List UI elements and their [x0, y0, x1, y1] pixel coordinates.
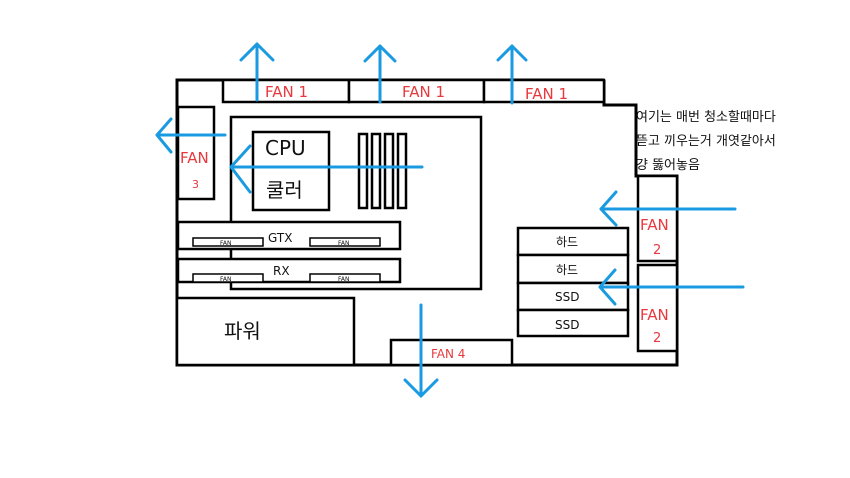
gpu-gtx-fan-1-label: FAN [220, 240, 232, 247]
psu-label: 파워 [224, 319, 261, 343]
fan-front-1-number: 2 [653, 243, 661, 258]
cooler-label: 쿨러 [266, 178, 303, 202]
arrow-left-rear [155, 117, 227, 154]
fan-front-1-label: FAN [640, 216, 669, 234]
note-line-1: 여기는 매번 청소할때마다 [636, 110, 776, 125]
gpu-rx-label: RX [273, 264, 290, 278]
fan-front-2-box [636, 263, 679, 353]
arrow-up-2 [363, 44, 397, 104]
annotation-note: 여기는 매번 청소할때마다 뜯고 끼우는거 개엿같아서 걍 뚫어놓음 [636, 106, 836, 178]
fan-left-number: 3 [192, 178, 199, 191]
fan-front-2-label: FAN [640, 306, 669, 324]
drive-4-label: SSD [555, 318, 579, 332]
gpu-rx-fan-1-label: FAN [220, 276, 232, 283]
fan-bottom-box [389, 338, 514, 367]
drive-1-label: 하드 [556, 235, 578, 249]
cpu-cooler-box [251, 130, 331, 212]
note-line-3: 걍 뚫어놓음 [636, 158, 700, 173]
gpu-rx-fan-2-label: FAN [338, 276, 350, 283]
fan-left-label: FAN [180, 149, 209, 167]
gpu-gtx-fan-2 [309, 237, 381, 247]
arrow-up-1 [239, 42, 275, 102]
gpu-rx-fan-1 [192, 273, 264, 283]
fan-top-3-label: FAN 1 [525, 85, 568, 103]
gpu-gtx-fan-1 [192, 237, 264, 247]
drive-bay-1 [516, 226, 630, 257]
ram-stick-4 [396, 132, 408, 210]
gpu-rx-fan-2 [309, 273, 381, 283]
gpu-gtx-label: GTX [268, 231, 292, 245]
fan-top-1-label: FAN 1 [265, 83, 308, 101]
motherboard [229, 115, 483, 291]
ram-stick-2 [370, 132, 382, 210]
arrow-down-bottom [403, 303, 439, 398]
ram-stick-1 [357, 132, 369, 210]
fan-top-2-label: FAN 1 [402, 83, 445, 101]
gpu-gtx-fan-2-label: FAN [338, 240, 350, 247]
arrow-left-front-2 [598, 268, 745, 306]
drive-2-label: 하드 [556, 263, 578, 277]
note-line-2: 뜯고 끼우는거 개엿같아서 [636, 134, 776, 149]
fan-front-2-number: 2 [653, 331, 661, 346]
fan-front-1-box [636, 174, 679, 263]
fan-left-box [176, 105, 216, 201]
drive-bay-4 [516, 308, 630, 338]
arrow-left-front-1 [599, 190, 737, 227]
psu-box [175, 296, 356, 367]
cpu-label: CPU [265, 136, 306, 160]
fan-top-3-box [482, 78, 606, 104]
arrow-up-3 [496, 44, 528, 105]
ram-stick-3 [383, 132, 395, 210]
drive-3-label: SSD [555, 290, 579, 304]
arrow-left-cpu [229, 144, 424, 194]
fan-bottom-label: FAN 4 [431, 347, 465, 361]
